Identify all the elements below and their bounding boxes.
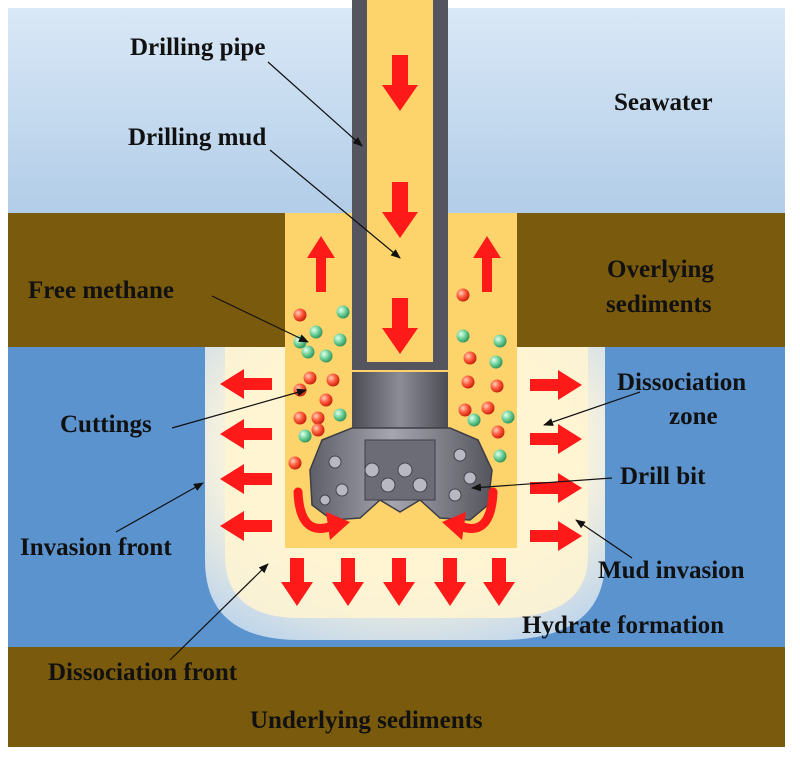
down-arrow-icon [332, 558, 364, 606]
methane-bubble [293, 335, 307, 349]
cuttings-particle [293, 411, 307, 425]
methane-bubble [467, 413, 481, 427]
label-invasion-front: Invasion front [20, 534, 172, 561]
methane-bubble [336, 305, 350, 319]
label-free-methane: Free methane [28, 277, 174, 304]
methane-bubble [493, 334, 507, 348]
right-arrow-icon [530, 370, 582, 400]
down-arrow-icon [382, 182, 418, 238]
drill-bit [309, 427, 493, 521]
cuttings-particle [303, 371, 317, 385]
down-arrow-icon [383, 558, 415, 606]
down-arrow-icon [382, 55, 418, 111]
cuttings-particle [491, 425, 505, 439]
cuttings-particle [293, 308, 307, 322]
label-mud-invasion: Mud invasion [598, 557, 745, 584]
up-arrow-icon [307, 236, 335, 292]
label-dissociation-front: Dissociation front [48, 659, 238, 686]
label-overlying-line2: sediments [606, 291, 712, 318]
cuttings-particle [461, 375, 475, 389]
left-arrow-icon [220, 511, 272, 541]
leader-lines [115, 61, 641, 661]
methane-bubble [333, 333, 347, 347]
label-drill-bit: Drill bit [620, 463, 706, 490]
cuttings-particle [490, 379, 504, 393]
bubbles [288, 288, 515, 470]
methane-bubble [489, 355, 503, 369]
methane-bubble [456, 329, 470, 343]
return-flow-arrows [293, 487, 498, 533]
down-arrow-icon [434, 558, 466, 606]
down-arrow-icon [382, 298, 418, 354]
flow-arrows [220, 55, 582, 606]
cuttings-particle [288, 456, 302, 470]
drill-collar [352, 372, 448, 430]
down-arrow-icon [281, 558, 313, 606]
label-dissociation-zone-line1: Dissociation [617, 369, 746, 396]
methane-bubble [319, 349, 333, 363]
cuttings-particle [463, 351, 477, 365]
methane-bubble [298, 429, 312, 443]
methane-bubble [333, 408, 347, 422]
cuttings-particle [319, 393, 333, 407]
left-arrow-icon [220, 369, 272, 399]
methane-bubble [501, 410, 515, 424]
down-arrow-icon [483, 558, 515, 606]
cuttings-particle [311, 423, 325, 437]
return-arrow-head-right [442, 512, 466, 540]
label-drilling-pipe: Drilling pipe [130, 34, 265, 61]
cuttings-particle [311, 411, 325, 425]
methane-bubble [309, 325, 323, 339]
label-seawater: Seawater [614, 89, 713, 116]
label-cuttings: Cuttings [60, 411, 152, 438]
label-drilling-mud: Drilling mud [128, 124, 266, 151]
label-overlying-line1: Overlying [607, 256, 714, 283]
cuttings-particle [458, 403, 472, 417]
up-arrow-icon [473, 236, 501, 292]
right-arrow-icon [530, 521, 582, 551]
methane-bubble [301, 345, 315, 359]
label-hydrate-formation: Hydrate formation [522, 612, 724, 639]
label-dissociation-zone-line2: zone [669, 403, 718, 430]
right-arrow-icon [530, 424, 582, 454]
cuttings-particle [481, 401, 495, 415]
label-underlying-sediments: Underlying sediments [250, 707, 483, 734]
left-arrow-icon [220, 464, 272, 494]
cuttings-particle [326, 373, 340, 387]
methane-bubble [493, 449, 507, 463]
underlying-sediment-layer [8, 647, 785, 747]
left-arrow-icon [220, 419, 272, 449]
cuttings-particle [456, 288, 470, 302]
return-arrow-head-left [326, 512, 350, 540]
